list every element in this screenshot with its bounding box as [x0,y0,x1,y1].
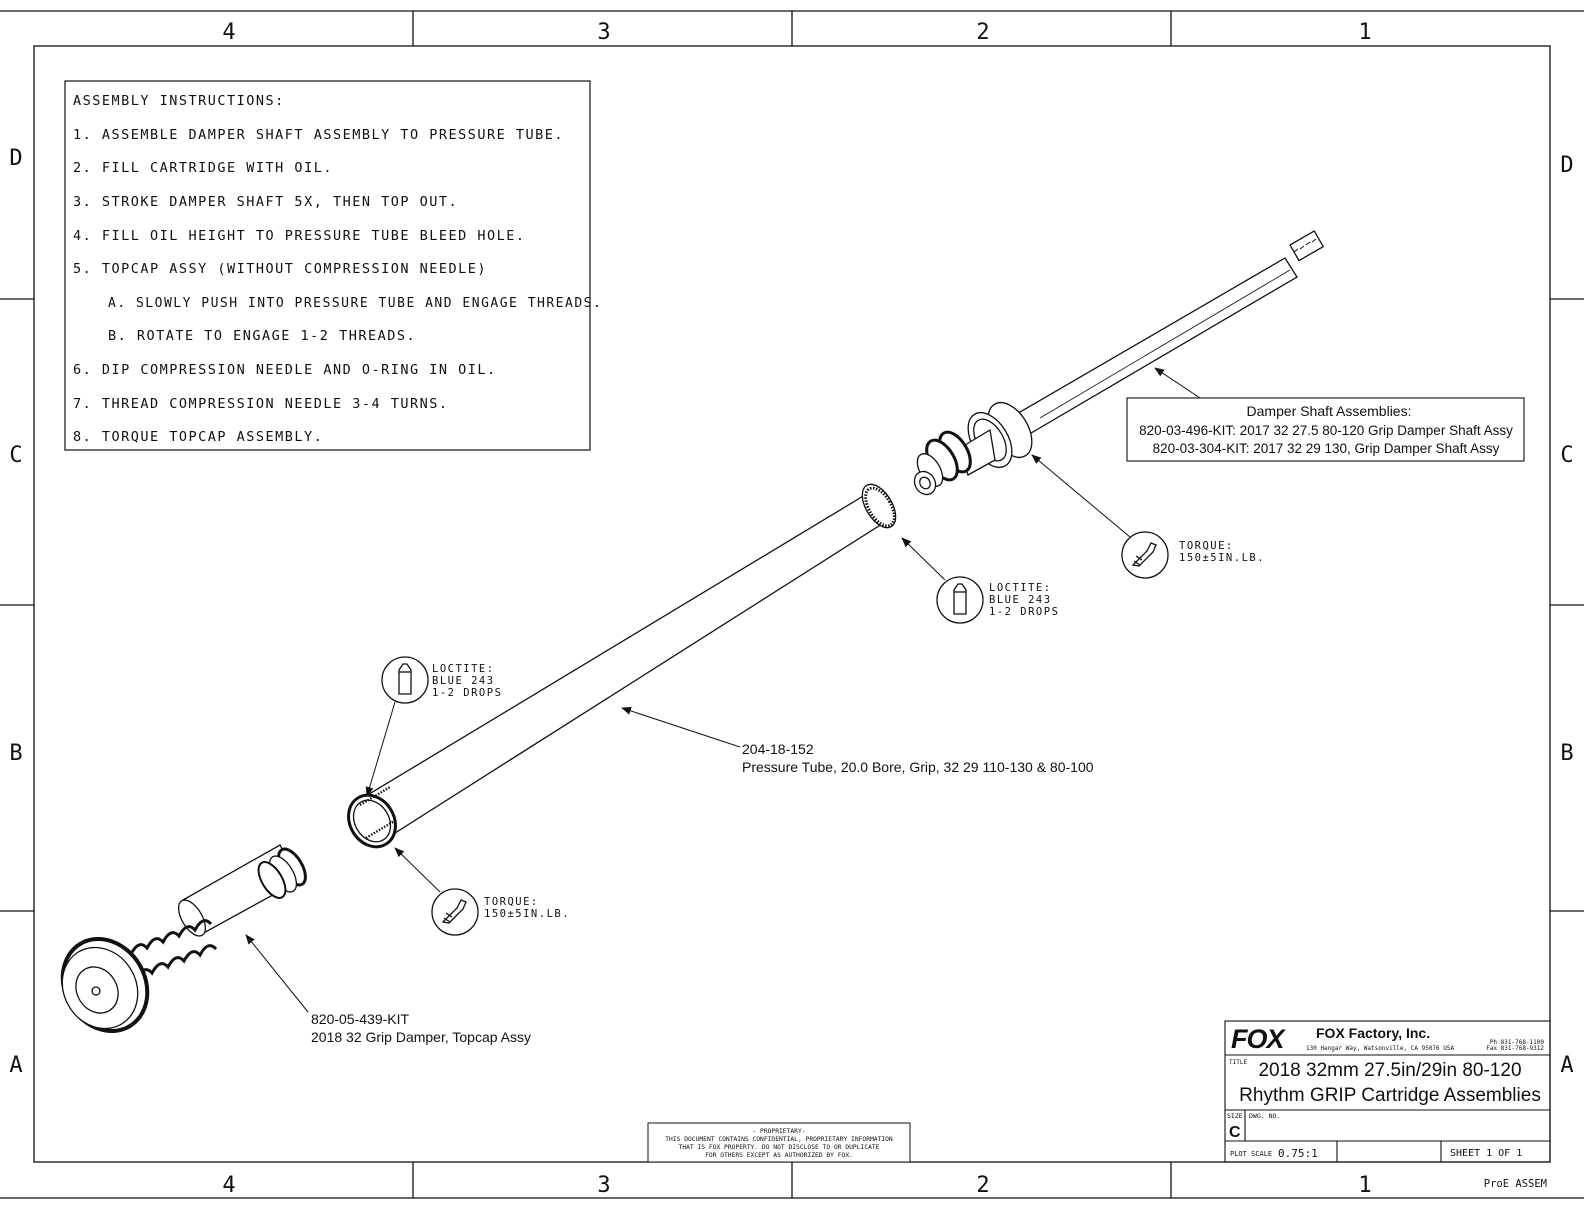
loctite-lower-qty: 1-2 DROPS [432,687,502,699]
company-name: FOX Factory, Inc. [1316,1025,1430,1041]
instruction-step: 7. THREAD COMPRESSION NEEDLE 3-4 TURNS. [73,396,448,412]
instruction-step: 1. ASSEMBLE DAMPER SHAFT ASSEMBLY TO PRE… [73,127,564,143]
zone-row-right: A [1560,1053,1573,1078]
leader-torque-upper [1031,454,1131,538]
damper-shaft-line2: 820-03-304-KIT: 2017 32 29 130, Grip Dam… [1153,441,1500,456]
torque-upper-value: 150±5IN.LB. [1179,552,1265,564]
zone-col-bottom: 1 [1358,1173,1371,1198]
zone-col-top: 4 [222,20,235,45]
software-label: ProE ASSEM [1484,1178,1547,1190]
torque-icon [1121,531,1169,579]
instruction-step: 4. FILL OIL HEIGHT TO PRESSURE TUBE BLEE… [73,228,526,244]
topcap-desc: 2018 32 Grip Damper, Topcap Assy [311,1029,531,1045]
company-phone: Ph 831-768-1100 [1490,1039,1545,1046]
drawing-title-line2: Rhythm GRIP Cartridge Assemblies [1239,1085,1541,1106]
plot-scale-value: 0.75:1 [1278,1147,1318,1160]
zone-col-bottom: 4 [222,1173,235,1198]
loctite-lower-callout: LOCTITE: BLUE 243 1-2 DROPS [432,663,502,699]
sheet-border [0,10,1584,1199]
drawing-title-line1: 2018 32mm 27.5in/29in 80-120 [1258,1060,1521,1081]
torque-lower-value: 150±5IN.LB. [484,908,570,920]
instruction-substep: A. SLOWLY PUSH INTO PRESSURE TUBE AND EN… [108,296,602,311]
leader-topcap [245,934,309,1013]
zone-col-top: 3 [597,20,610,45]
damper-shaft-drawing [913,230,1325,496]
proprietary-notice: - PROPRIETARY- THIS DOCUMENT CONTAINS CO… [647,1122,911,1163]
damper-shaft-line1: 820-03-496-KIT: 2017 32 27.5 80-120 Grip… [1139,423,1513,438]
leader-pressure-tube [621,707,741,748]
zone-row-right: D [1560,153,1573,178]
zone-row-left: A [9,1053,22,1078]
torque-lower-label: TORQUE: [484,896,539,908]
torque-upper-callout: TORQUE: 150±5IN.LB. [1179,540,1265,564]
loctite-upper-type: BLUE 243 [989,594,1052,606]
title-block: FOX FOX Factory, Inc. 130 Hangar Way, Wa… [1224,1020,1551,1190]
leader-lines [245,367,1201,1013]
leader-damper-shaft [1154,367,1201,399]
pressure-tube-drawing [347,483,897,849]
pressure-tube-callout: 204-18-152 Pressure Tube, 20.0 Bore, Gri… [742,741,1094,775]
size-value: C [1229,1124,1241,1141]
pressure-tube-desc: Pressure Tube, 20.0 Bore, Grip, 32 29 11… [742,759,1094,775]
leader-loctite-upper [901,537,946,581]
loctite-upper-qty: 1-2 DROPS [989,606,1059,618]
topcap-callout: 820-05-439-KIT 2018 32 Grip Damper, Topc… [311,1011,531,1045]
instruction-substep: B. ROTATE TO ENGAGE 1-2 THREADS. [108,328,416,344]
zone-col-top: 2 [976,20,989,45]
instruction-step: 8. TORQUE TOPCAP ASSEMBLY. [73,429,323,445]
zone-col-top: 1 [1358,20,1371,45]
leader-torque-lower [394,847,441,893]
title-label: TITLE [1229,1059,1247,1066]
loctite-icon [381,656,429,704]
proprietary-line: - PROPRIETARY- [752,1128,805,1135]
instruction-step: 2. FILL CARTRIDGE WITH OIL. [73,160,333,176]
loctite-icon [936,576,984,624]
zone-row-right: C [1560,443,1573,468]
instruction-step: 5. TOPCAP ASSY (WITHOUT COMPRESSION NEED… [73,261,487,277]
proprietary-line: THAT IS FOX PROPERTY. DO NOT DISCLOSE TO… [679,1144,880,1151]
leader-loctite-lower [365,701,396,797]
damper-shaft-callout-box [1126,397,1525,462]
title-block-frame [1224,1020,1551,1163]
torque-lower-callout: TORQUE: 150±5IN.LB. [484,896,570,920]
instructions-heading: ASSEMBLY INSTRUCTIONS: [73,93,285,109]
loctite-upper-label: LOCTITE: [989,582,1052,594]
assembly-instructions: ASSEMBLY INSTRUCTIONS: 1. ASSEMBLE DAMPE… [64,80,602,451]
plot-scale-label: PLOT SCALE [1230,1150,1272,1158]
damper-shaft-callout: Damper Shaft Assemblies: 820-03-496-KIT:… [1126,397,1525,462]
torque-icon [431,888,479,936]
instructions-box [64,80,591,451]
company-fax: Fax 831-768-9312 [1486,1045,1544,1052]
loctite-upper-callout: LOCTITE: BLUE 243 1-2 DROPS [989,582,1059,618]
fox-logo: FOX [1231,1024,1286,1054]
torque-upper-label: TORQUE: [1179,540,1234,552]
topcap-drawing [60,844,307,1034]
dwg-no-label: DWG. NO. [1249,1112,1280,1120]
zone-row-right: B [1560,741,1573,766]
loctite-lower-type: BLUE 243 [432,675,495,687]
proprietary-box [647,1122,911,1163]
proprietary-line: FOR OTHERS EXCEPT AS AUTHORIZED BY FOX. [705,1152,853,1159]
zone-labels: 4 3 2 1 4 3 2 1 D C B A D C B A [9,20,1573,1198]
pressure-tube-part-no: 204-18-152 [742,741,814,757]
zone-row-left: B [9,741,22,766]
company-address: 130 Hangar Way, Watsonville, CA 95076 US… [1306,1045,1454,1052]
loctite-lower-label: LOCTITE: [432,663,495,675]
instruction-step: 3. STROKE DAMPER SHAFT 5X, THEN TOP OUT. [73,194,458,210]
sheet-number: SHEET 1 OF 1 [1450,1148,1522,1159]
zone-row-left: C [9,443,22,468]
proprietary-line: THIS DOCUMENT CONTAINS CONFIDENTIAL, PRO… [665,1136,893,1143]
topcap-part-no: 820-05-439-KIT [311,1011,410,1027]
zone-col-bottom: 3 [597,1173,610,1198]
size-label: SIZE [1227,1112,1243,1120]
zone-col-bottom: 2 [976,1173,989,1198]
instruction-step: 6. DIP COMPRESSION NEEDLE AND O-RING IN … [73,362,497,378]
damper-shaft-title: Damper Shaft Assemblies: [1247,403,1412,419]
zone-row-left: D [9,146,22,171]
